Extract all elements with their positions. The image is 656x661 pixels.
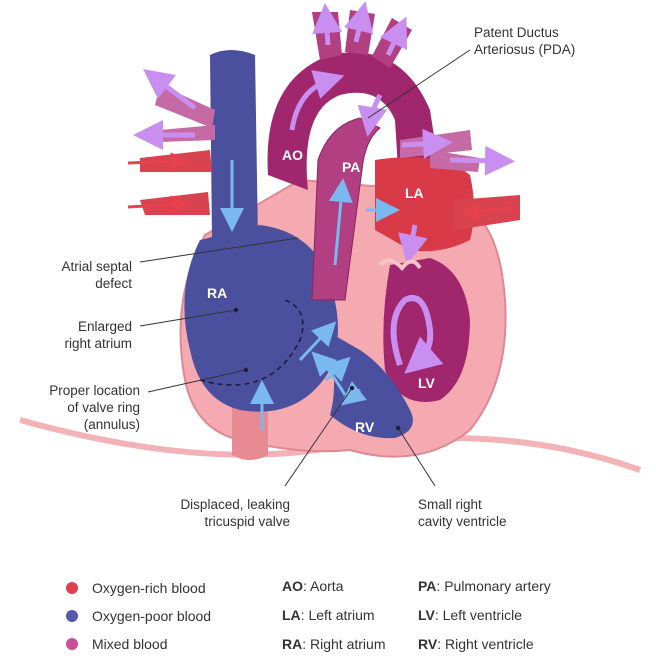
callout-pda-line2: Arteriosus (PDA) xyxy=(474,42,576,57)
callout-tricuspid: Displaced, leaking tricuspid valve xyxy=(150,496,290,530)
label-ao: AO xyxy=(282,147,303,163)
callout-enlarged-ra: Enlarged right atrium xyxy=(20,318,132,352)
legend-label: Oxygen-rich blood xyxy=(92,580,206,596)
callout-annulus: Proper location of valve ring (annulus) xyxy=(10,382,140,433)
legend-label: Mixed blood xyxy=(92,636,168,652)
callout-valve-line1: Displaced, leaking xyxy=(180,497,290,512)
red-dot-icon xyxy=(66,582,78,594)
magenta-dot-icon xyxy=(66,638,78,650)
callout-asd-line1: Atrial septal xyxy=(61,259,132,274)
callout-enlarged-line2: right atrium xyxy=(64,336,132,351)
legend-oxygen-rich: Oxygen-rich blood xyxy=(66,580,206,596)
abbr-meaning: : Pulmonary artery xyxy=(436,578,551,594)
callout-annulus-line3: (annulus) xyxy=(83,417,140,432)
left-atrium xyxy=(375,157,474,252)
abbr-key: LV xyxy=(418,607,435,623)
blue-dot-icon xyxy=(66,610,78,622)
abbr-key: PA xyxy=(418,578,437,594)
callout-small-rv: Small right cavity ventricle xyxy=(418,496,507,530)
callout-pda-line1: Patent Ductus xyxy=(474,25,559,40)
label-rv: RV xyxy=(355,419,375,435)
label-ra: RA xyxy=(207,285,227,301)
abbr-ao: AO: Aorta xyxy=(282,578,343,594)
label-lv: LV xyxy=(418,375,436,391)
abbr-la: LA: Left atrium xyxy=(282,607,375,623)
callout-annulus-line2: of valve ring xyxy=(67,400,140,415)
superior-vena-cava xyxy=(210,50,258,240)
abbr-key: RV xyxy=(418,636,438,652)
callout-asd-line2: defect xyxy=(95,276,132,291)
abbr-pa: PA: Pulmonary artery xyxy=(418,578,551,594)
right-pulmonary-veins xyxy=(455,195,520,230)
label-la: LA xyxy=(405,185,424,201)
label-pa: PA xyxy=(342,159,360,175)
legend-label: Oxygen-poor blood xyxy=(92,608,212,624)
abbr-ra: RA: Right atrium xyxy=(282,636,385,652)
annulus-ring xyxy=(199,299,304,386)
callout-small-rv-line1: Small right xyxy=(418,497,482,512)
callout-pda: Patent Ductus Arteriosus (PDA) xyxy=(474,24,575,58)
callout-annulus-line1: Proper location xyxy=(49,383,140,398)
abbr-lv: LV: Left ventricle xyxy=(418,607,522,623)
abbr-key: RA xyxy=(282,636,303,652)
abbr-meaning: : Aorta xyxy=(303,578,344,594)
abbr-key: AO xyxy=(282,578,303,594)
abbr-meaning: : Left atrium xyxy=(300,607,375,623)
abbr-meaning: : Right atrium xyxy=(302,636,386,652)
inferior-vena-cava xyxy=(232,400,268,460)
abbr-key: LA xyxy=(282,607,301,623)
callout-enlarged-line1: Enlarged xyxy=(77,319,132,334)
callout-asd: Atrial septal defect xyxy=(20,258,132,292)
legend-oxygen-poor: Oxygen-poor blood xyxy=(66,608,211,624)
abbr-meaning: : Left ventricle xyxy=(434,607,523,623)
abbr-meaning: : Right ventricle xyxy=(437,636,534,652)
leader-lines xyxy=(139,49,471,487)
abbr-rv: RV: Right ventricle xyxy=(418,636,534,652)
callout-valve-line2: tricuspid valve xyxy=(204,514,290,529)
callout-small-rv-line2: cavity ventricle xyxy=(418,514,507,529)
legend-mixed: Mixed blood xyxy=(66,636,168,652)
right-atrium xyxy=(184,225,338,412)
